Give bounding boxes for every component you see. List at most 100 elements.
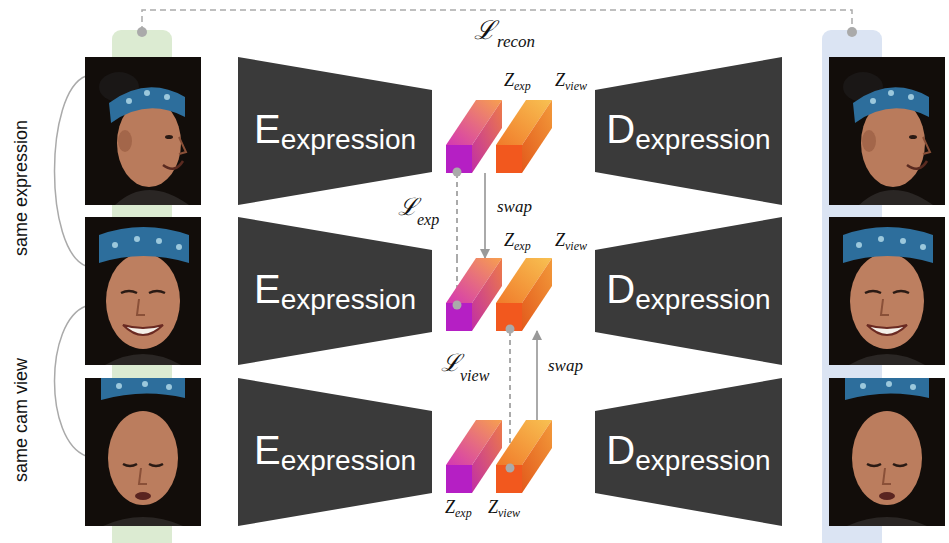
label-holder: Dexpression (595, 57, 782, 205)
block-letter: D (606, 107, 635, 151)
swap-arrow (536, 331, 538, 420)
bar-front (496, 145, 522, 173)
code-letter: Z (504, 230, 514, 250)
code-subscript: exp (455, 506, 472, 520)
input-photo (85, 217, 201, 365)
input-photo (85, 378, 201, 526)
loss-dot (506, 464, 515, 473)
loss-dot (453, 168, 462, 177)
block-subscript: expression (281, 124, 416, 155)
code-subscript: view (565, 239, 587, 253)
block-letter: E (254, 267, 281, 311)
swap-arrow (484, 173, 486, 258)
label-group: Zview (555, 70, 587, 94)
node-outline (446, 420, 502, 493)
recon-loss-line (142, 10, 852, 32)
output-photo (829, 378, 945, 526)
output-photo (829, 217, 945, 365)
pair-bracket (55, 76, 87, 266)
block-subscript: expression (635, 124, 770, 155)
label-group: Eexpression (254, 428, 416, 477)
pair-label: same cam view (12, 358, 32, 482)
code-subscript: exp (514, 239, 531, 253)
loss-dot (847, 27, 857, 37)
block-subscript: expression (281, 445, 416, 476)
block-subscript: expression (281, 284, 416, 315)
latent-code: Zview (496, 258, 552, 331)
latent-code: Zview (496, 420, 552, 493)
code-letter: Z (445, 497, 455, 517)
node-outline (496, 100, 552, 173)
block-letter: E (254, 107, 281, 151)
code-letter: Z (555, 230, 565, 250)
loss-line (509, 331, 511, 420)
trapezoid (595, 57, 782, 205)
loss-dot (506, 325, 515, 334)
code-subscript: view (565, 79, 587, 93)
code-letter: Z (488, 497, 498, 517)
block-letter: E (254, 428, 281, 472)
label-group: Zview (555, 230, 587, 254)
trapezoid (595, 378, 782, 526)
label-group: Dexpression (606, 428, 770, 477)
label-group: Zview (488, 497, 520, 521)
loss-symbol: ℒ (441, 350, 461, 376)
pair-label: same expression (12, 120, 32, 256)
loss-symbol: ℒ (398, 194, 418, 220)
node-outline (446, 258, 502, 331)
label-group: Zexp (504, 70, 531, 94)
loss-dot (453, 301, 462, 310)
loss-line (456, 173, 458, 258)
trapezoid (238, 217, 432, 365)
output-photo (829, 57, 945, 205)
bar-side (522, 258, 552, 331)
decoder-block: Dexpression (595, 217, 782, 365)
loss-symbol: ℒ (474, 16, 496, 45)
code-subscript: view (498, 506, 520, 520)
code-subscript: exp (514, 79, 531, 93)
decoder-block: Dexpression (595, 378, 782, 526)
label-holder: Dexpression (595, 378, 782, 526)
latent-code: Zexp (446, 100, 502, 173)
label-group: Eexpression (254, 267, 416, 316)
label-holder: Eexpression (238, 378, 432, 526)
edge-label: swap (497, 198, 532, 217)
trapezoid (595, 217, 782, 365)
decoder-block: Dexpression (595, 57, 782, 205)
loss-subscript: view (460, 367, 489, 385)
latent-code: Zexp (446, 420, 502, 493)
latent-code: Zexp (446, 258, 502, 331)
encoder-block: Eexpression (238, 57, 432, 205)
trapezoid (238, 378, 432, 526)
encoder-block: Eexpression (238, 378, 432, 526)
bar-side (522, 100, 552, 173)
block-subscript: expression (635, 445, 770, 476)
label-group: Dexpression (606, 107, 770, 156)
loss-dot (137, 27, 147, 37)
label-group: Zexp (445, 497, 472, 521)
block-letter: D (606, 428, 635, 472)
block-subscript: expression (635, 284, 770, 315)
label-holder: Eexpression (238, 217, 432, 365)
node-outline (496, 420, 552, 493)
node-outline (446, 100, 502, 173)
loss-subscript: recon (497, 33, 535, 52)
bar-side (522, 420, 552, 493)
code-letter: Z (504, 70, 514, 90)
label-group: Zexp (504, 230, 531, 254)
node-outline (496, 258, 552, 331)
loss-subscript: exp (417, 211, 439, 229)
edge-label: swap (548, 357, 583, 376)
trapezoid (238, 57, 432, 205)
bar-front (446, 465, 472, 493)
latent-code: Zview (496, 100, 552, 173)
input-photo (85, 57, 201, 205)
label-group: Eexpression (254, 107, 416, 156)
pair-bracket (55, 306, 87, 456)
label-holder: Dexpression (595, 217, 782, 365)
code-letter: Z (555, 70, 565, 90)
label-group: Dexpression (606, 267, 770, 316)
